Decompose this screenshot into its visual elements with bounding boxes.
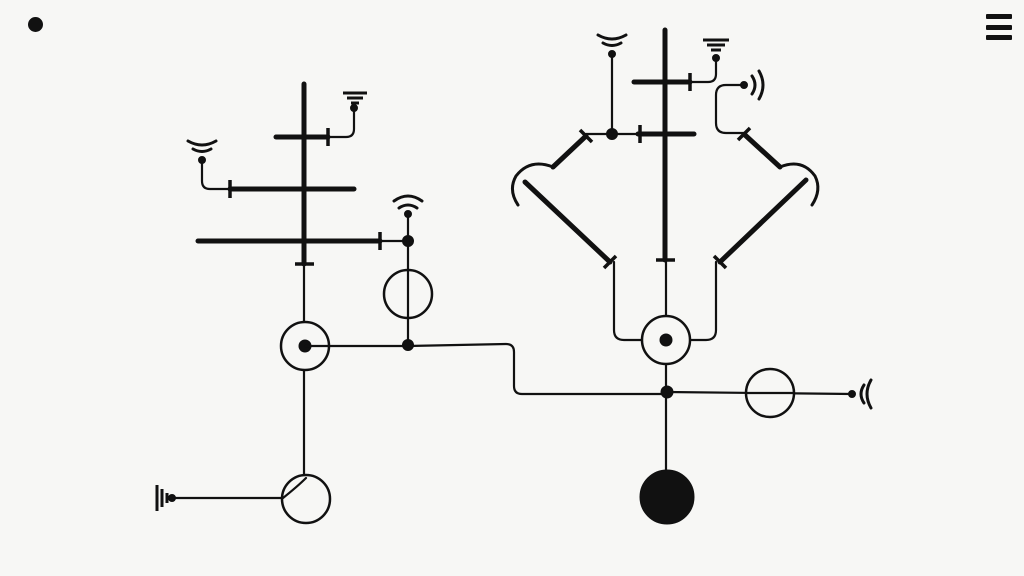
antenna-icon-left[interactable] bbox=[155, 485, 169, 511]
junction-node bbox=[659, 333, 673, 347]
terminal-node bbox=[350, 104, 358, 112]
right-arm-upper[interactable] bbox=[742, 132, 783, 170]
left-circuit bbox=[155, 81, 669, 525]
filled-core-node[interactable] bbox=[639, 469, 695, 525]
menu-bar-icon bbox=[986, 14, 1012, 19]
signal-icon-down[interactable] bbox=[343, 91, 367, 105]
left-arm-upper[interactable] bbox=[550, 133, 589, 170]
terminal-node bbox=[608, 50, 616, 58]
right-arm-hook bbox=[778, 162, 820, 207]
wire bbox=[170, 476, 308, 500]
wire bbox=[326, 106, 356, 139]
wire bbox=[303, 342, 669, 396]
signal-icon-left-far[interactable] bbox=[859, 378, 873, 410]
left-arm-lower[interactable] bbox=[522, 179, 613, 265]
arm-end-cap bbox=[712, 254, 728, 270]
ring-rotator-bottom[interactable] bbox=[280, 473, 332, 525]
menu-button[interactable] bbox=[986, 14, 1012, 40]
terminal-node bbox=[198, 156, 206, 164]
signal-icon-down-left[interactable] bbox=[186, 139, 218, 153]
terminal-node bbox=[712, 54, 720, 62]
wire bbox=[612, 260, 668, 342]
left-arm-hook bbox=[511, 162, 555, 207]
status-dot-icon[interactable] bbox=[28, 17, 43, 32]
right-arm-lower[interactable] bbox=[717, 177, 809, 265]
terminal-node bbox=[168, 494, 176, 502]
wire bbox=[664, 260, 718, 342]
terminal-node bbox=[404, 210, 412, 218]
terminal-node bbox=[848, 390, 856, 398]
right-circuit bbox=[511, 27, 873, 525]
signal-icon-right[interactable] bbox=[750, 69, 765, 101]
menu-bar-icon bbox=[986, 35, 1012, 40]
wire bbox=[688, 56, 718, 84]
arm-end-cap bbox=[602, 254, 618, 270]
antenna-icon-top[interactable] bbox=[703, 38, 729, 52]
signal-icon-down-top[interactable] bbox=[596, 33, 628, 47]
terminal-node bbox=[740, 81, 748, 89]
wire bbox=[200, 158, 232, 191]
menu-bar-icon bbox=[986, 24, 1012, 30]
signal-icon-up[interactable] bbox=[392, 194, 424, 210]
wire bbox=[714, 83, 747, 135]
junction-node bbox=[402, 339, 414, 351]
